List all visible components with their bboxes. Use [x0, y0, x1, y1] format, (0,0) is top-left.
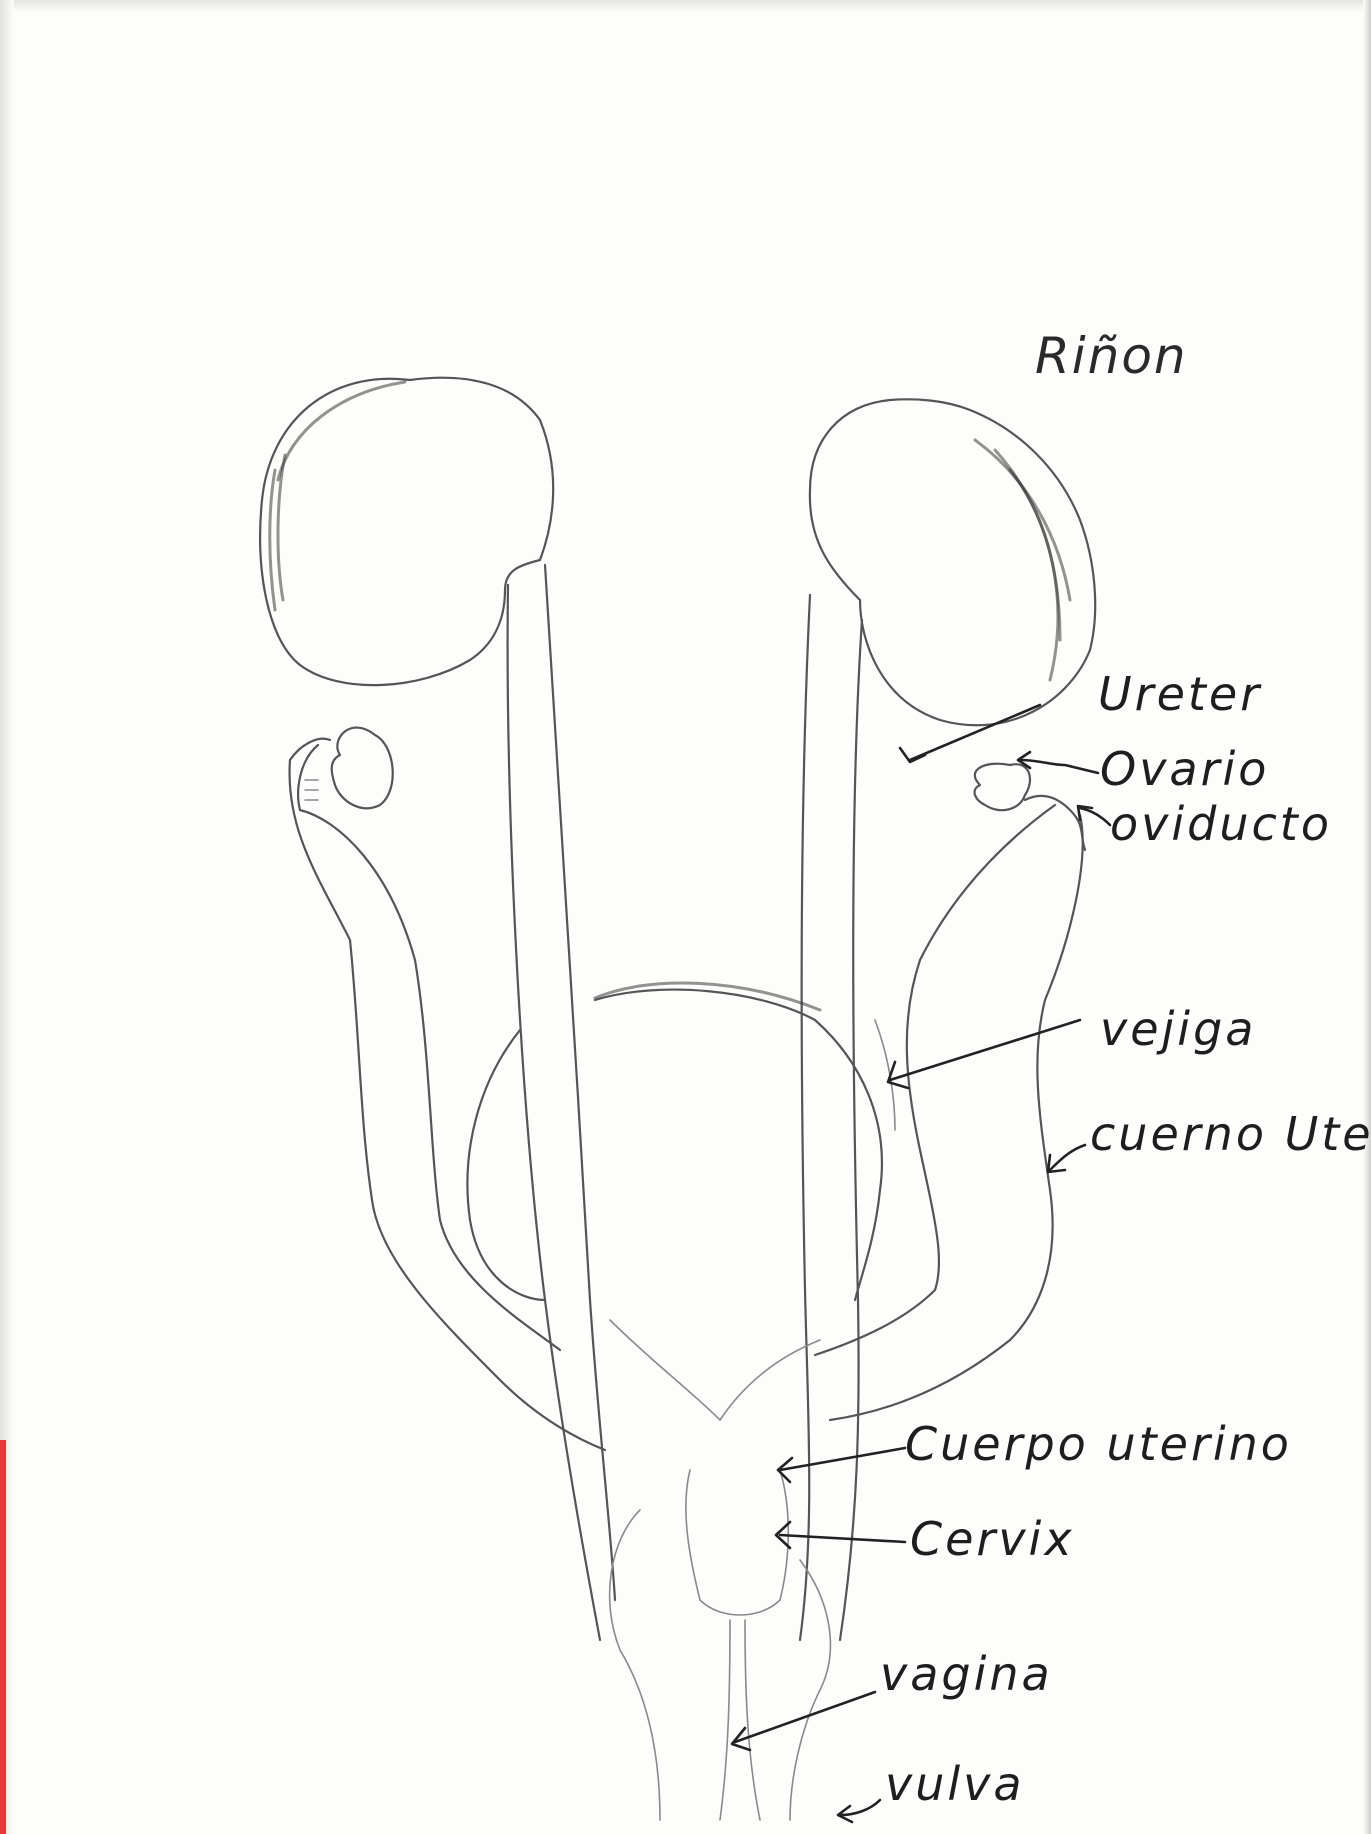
label-ureter: Ureter [1098, 667, 1262, 721]
vagina [610, 1510, 831, 1820]
label-oviducto: oviducto [1110, 797, 1332, 851]
label-cuerno-uterino: cuerno Uterino [1090, 1107, 1371, 1161]
bladder [467, 983, 895, 1300]
left-ureter [508, 565, 615, 1640]
right-kidney [810, 399, 1095, 725]
label-vejiga: vejiga [1100, 1002, 1256, 1056]
right-ovary [975, 764, 1085, 850]
left-uterine-horn [290, 739, 605, 1450]
label-cuerpo-uterino: Cuerpo uterino [905, 1417, 1292, 1471]
label-vagina: vagina [880, 1647, 1053, 1701]
title-label: Riñon [1035, 327, 1188, 385]
label-ovario: Ovario [1100, 742, 1269, 796]
label-cervix: Cervix [910, 1512, 1075, 1566]
label-vulva: vulva [885, 1757, 1025, 1811]
left-kidney [260, 378, 553, 685]
right-ureter [800, 595, 862, 1640]
